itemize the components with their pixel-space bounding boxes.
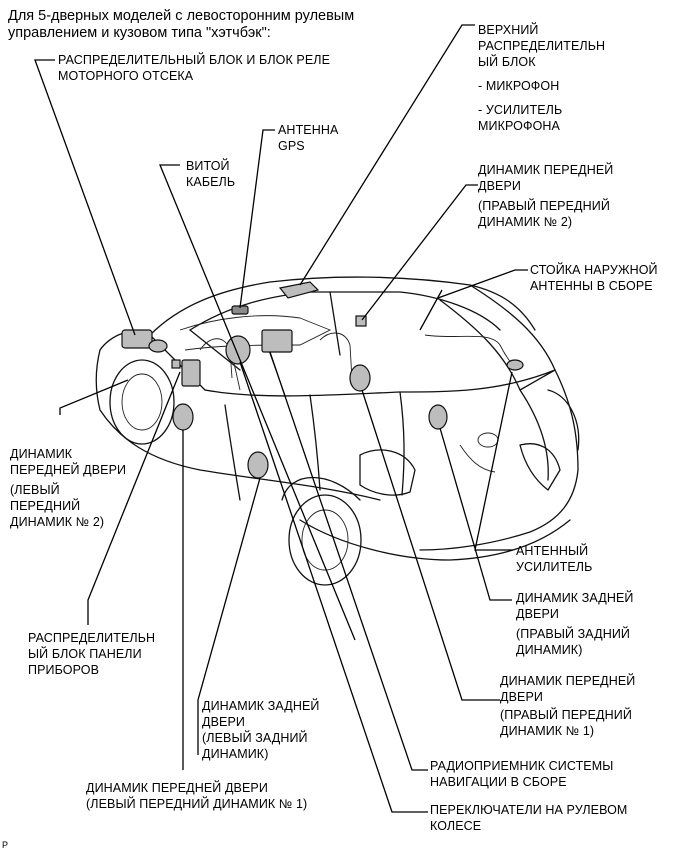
- leader-front-door-speaker-left-2: [59, 379, 129, 415]
- leader-front-door-speaker-right-2: [361, 184, 478, 321]
- label-instrument-panel-block: РАСПРЕДЕЛИТЕЛЬН ЫЙ БЛОК ПАНЕЛИ ПРИБОРОВ: [28, 631, 156, 677]
- antenna-amplifier: [506, 359, 524, 371]
- label-antenna-amplifier: АНТЕННЫЙ УСИЛИТЕЛЬ: [516, 544, 593, 574]
- label-spiral-cable: ВИТОЙ КАБЕЛЬ: [186, 159, 236, 189]
- label-outer-antenna-pole: СТОЙКА НАРУЖНОЙ АНТЕННЫ В СБОРЕ: [530, 263, 658, 293]
- corner-mark: P: [2, 840, 9, 850]
- front-door-speaker-right-2: [355, 315, 367, 327]
- label-gps-antenna: АНТЕННА GPS: [278, 123, 339, 153]
- components: [121, 281, 524, 479]
- label-front-door-speaker-left-1: ДИНАМИК ПЕРЕДНЕЙ ДВЕРИ (ЛЕВЫЙ ПЕРЕДНИЙ Д…: [86, 781, 308, 811]
- leader-outer-antenna: [437, 269, 528, 299]
- rear-door-speaker-right: [428, 404, 448, 430]
- label-nav-receiver: РАДИОПРИЕМНИК СИСТЕМЫ НАВИГАЦИИ В СБОРЕ: [430, 759, 614, 789]
- leader-rear-door-speaker-right: [439, 427, 512, 601]
- antenna-cable: [424, 334, 516, 369]
- leader-front-door-speaker-right-1: [361, 389, 500, 701]
- leader-spiral-cable: [159, 164, 356, 641]
- leader-gps-antenna: [239, 129, 275, 309]
- label-steering-switches: ПЕРЕКЛЮЧАТЕЛИ НА РУЛЕВОМ КОЛЕСЕ: [430, 803, 628, 833]
- leader-engine-room-block: [34, 59, 136, 336]
- car-body: [95, 276, 580, 586]
- label-microphone: - МИКРОФОН: [478, 79, 560, 93]
- overhead-block: [278, 281, 320, 299]
- outer-antenna-pole: [419, 289, 443, 331]
- front-door-speaker-right-1: [349, 364, 371, 392]
- instrument-panel-block: [181, 359, 201, 387]
- label-engine-room-block: РАСПРЕДЕЛИТЕЛЬНЫЙ БЛОК И БЛОК РЕЛЕ МОТОР…: [58, 53, 331, 83]
- navigation-receiver: [261, 329, 293, 353]
- leader-instrument-panel-block: [87, 371, 181, 625]
- label-front-door-speaker-right-2: ДИНАМИК ПЕРЕДНЕЙ ДВЕРИ (ПРАВЫЙ ПЕРЕДНИЙ …: [478, 163, 614, 229]
- label-front-door-speaker-left-2: ДИНАМИК ПЕРЕДНЕЙ ДВЕРИ (ЛЕВЫЙ ПЕРЕДНИЙ Д…: [10, 447, 127, 529]
- instrument-panel-connector: [171, 359, 181, 369]
- spiral-cable: [225, 335, 251, 365]
- rear-door-speaker-left: [247, 451, 269, 479]
- leader-nav-receiver: [269, 351, 428, 771]
- engine-room-relay-block: [121, 329, 153, 349]
- leader-rear-door-speaker-left: [197, 477, 261, 755]
- engine-room-relay-block-cover: [148, 339, 168, 353]
- front-door-speaker-left-1: [172, 403, 194, 431]
- label-front-door-speaker-right-1: ДИНАМИК ПЕРЕДНЕЙ ДВЕРИ (ПРАВЫЙ ПЕРЕДНИЙ …: [500, 674, 636, 738]
- leader-overhead-block: [299, 24, 475, 286]
- diagram-title: Для 5-дверных моделей с левосторонним ру…: [8, 8, 355, 41]
- leader-antenna-amplifier: [474, 371, 513, 551]
- leader-lines: [34, 24, 528, 813]
- label-rear-door-speaker-left: ДИНАМИК ЗАДНЕЙ ДВЕРИ (ЛЕВЫЙ ЗАДНИЙ ДИНАМ…: [202, 699, 320, 761]
- label-rear-door-speaker-right: ДИНАМИК ЗАДНЕЙ ДВЕРИ (ПРАВЫЙ ЗАДНИЙ ДИНА…: [516, 591, 634, 657]
- leader-steering-switches: [239, 361, 428, 813]
- label-overhead-block: ВЕРХНИЙ РАСПРЕДЕЛИТЕЛЬН ЫЙ БЛОК - МИКРОФ…: [478, 23, 606, 133]
